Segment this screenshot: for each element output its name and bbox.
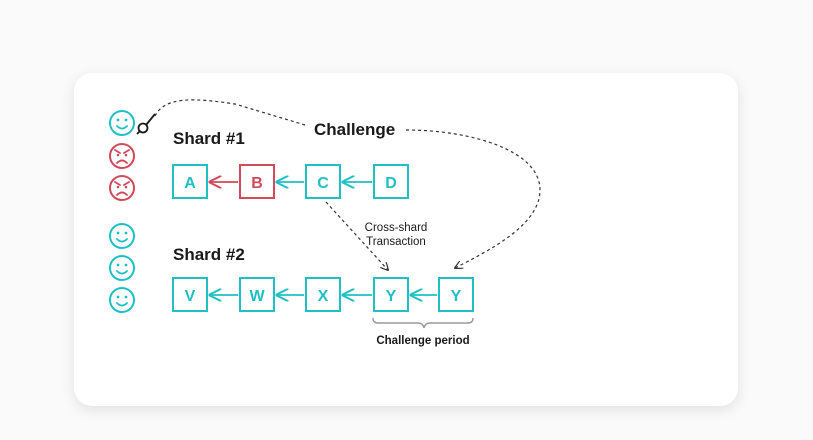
block-label: Y bbox=[451, 288, 462, 305]
diagram-card bbox=[74, 73, 738, 406]
cross-shard-label-line1: Cross-shard bbox=[365, 222, 428, 234]
shard2-block-y2: Y bbox=[438, 277, 474, 312]
shard2-block-y1: Y bbox=[373, 277, 409, 312]
shard2-title: Shard #2 bbox=[173, 245, 245, 264]
block-label: Y bbox=[386, 288, 397, 305]
challenge-period-brace bbox=[372, 317, 474, 329]
shard2-block-w: W bbox=[239, 277, 275, 312]
shard1-block-a: A bbox=[172, 164, 208, 199]
shard1-title: Shard #1 bbox=[173, 129, 245, 148]
shard1-block-c: C bbox=[305, 164, 341, 199]
challenge-label: Challenge bbox=[314, 120, 395, 139]
block-label: C bbox=[317, 175, 329, 192]
smiley-face-icon bbox=[109, 255, 135, 281]
shard2-block-v: V bbox=[172, 277, 208, 312]
block-label: X bbox=[318, 288, 329, 305]
block-label: V bbox=[185, 288, 196, 305]
block-label: B bbox=[251, 175, 263, 192]
smiley-face-icon bbox=[109, 223, 135, 249]
challenge-path-right bbox=[405, 129, 541, 268]
shard1-block-d: D bbox=[373, 164, 409, 199]
pin-icon bbox=[136, 113, 156, 135]
block-label: A bbox=[184, 175, 196, 192]
block-label: D bbox=[385, 175, 397, 192]
angry-face-icon bbox=[109, 175, 135, 201]
smiley-face-icon bbox=[109, 287, 135, 313]
cross-shard-label-line2: Transaction bbox=[366, 236, 426, 248]
block-label: W bbox=[249, 288, 265, 305]
smiley-face-icon bbox=[109, 110, 135, 136]
angry-face-icon bbox=[109, 143, 135, 169]
challenge-period-label: Challenge period bbox=[376, 335, 469, 347]
shard1-block-b: B bbox=[239, 164, 275, 199]
challenge-path-left bbox=[154, 99, 306, 126]
shard2-block-x: X bbox=[305, 277, 341, 312]
